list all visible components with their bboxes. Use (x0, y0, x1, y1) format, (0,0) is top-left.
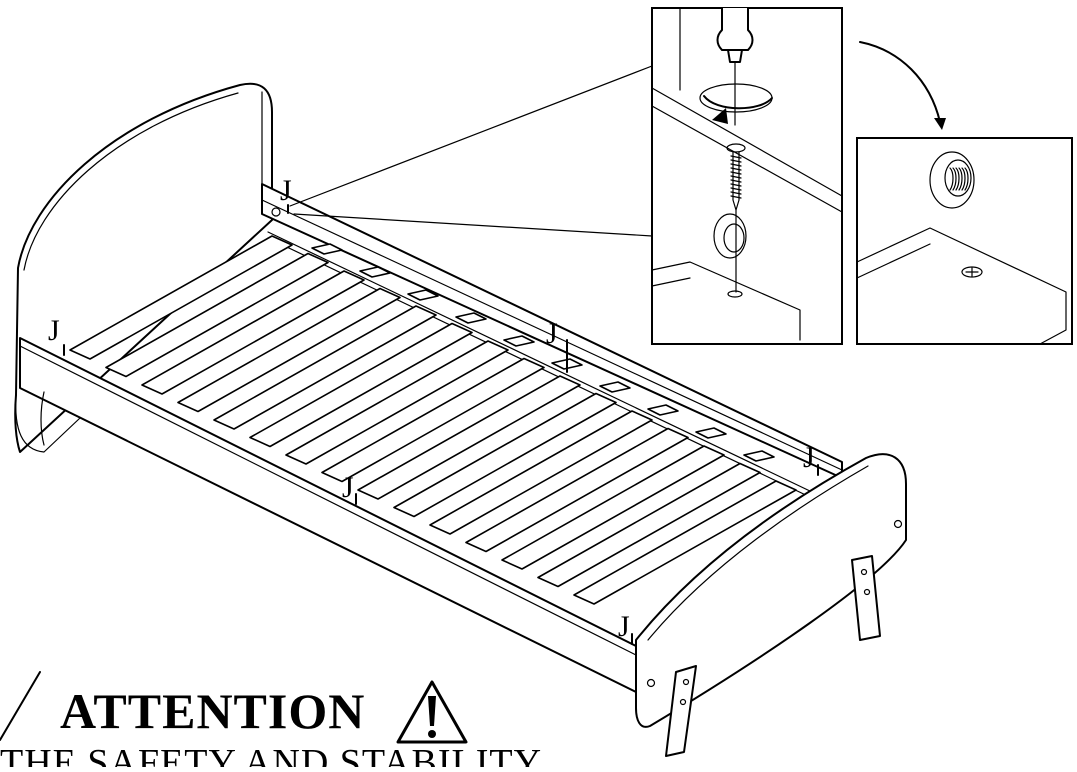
part-label-j: J (803, 441, 815, 474)
part-label-group: J J J J J J (48, 174, 815, 643)
bed-slat (393, 392, 617, 518)
bed-slat (429, 410, 653, 535)
spacer-block (647, 404, 679, 416)
screw-insertion-detail (651, 7, 843, 345)
part-label-j: J (342, 471, 354, 504)
spacer-block (599, 381, 631, 393)
screw-thread (730, 179, 742, 183)
headboard-base-edge (15, 394, 81, 453)
footboard (635, 453, 907, 728)
bed-slat (321, 357, 545, 483)
warning-triangle-icon (0, 671, 41, 741)
screw-thread (730, 159, 742, 163)
screw-thread (730, 175, 742, 179)
bed-slat (141, 270, 365, 395)
spacer-block (311, 243, 343, 255)
spacer-block (407, 289, 439, 301)
insert-thread (961, 167, 966, 191)
screw-thread (730, 167, 742, 171)
spacer-block (743, 450, 775, 462)
spacer-block (455, 312, 487, 324)
insert-thread (955, 167, 960, 191)
part-label-j: J (280, 174, 292, 207)
part-label-j: J (618, 610, 630, 643)
headboard (14, 82, 273, 453)
bed-slat (249, 322, 473, 448)
screw-thread (730, 187, 742, 191)
slat-group (69, 235, 797, 605)
screw-thread (730, 171, 742, 175)
spacer-block (695, 427, 727, 439)
bed-slat (213, 305, 437, 430)
bed-legs (665, 555, 881, 757)
bed-slat (177, 287, 401, 413)
bed-slat (285, 340, 509, 465)
screw-thread (730, 163, 742, 167)
warning-triangle-icon (396, 680, 468, 744)
spacer-block (359, 266, 391, 278)
bed-slat (501, 445, 725, 570)
warning-section: ATTENTION THE SAFETY AND STABILITY (0, 671, 542, 772)
part-label-j: J (546, 317, 558, 350)
screw-markers (63, 204, 819, 645)
bed-slat (465, 427, 689, 553)
screw-thread (730, 183, 742, 187)
screw-thread (730, 191, 742, 195)
warning-title: ATTENTION (60, 683, 365, 739)
curved-arrow-icon (859, 41, 941, 123)
insert-thread (949, 167, 954, 191)
rotate-arrow-icon (712, 108, 728, 124)
screw-thread (730, 195, 742, 199)
arrow-head-icon (934, 118, 946, 130)
spacer-block (503, 335, 535, 347)
screw-thread (730, 155, 742, 159)
insert-thread (958, 167, 963, 191)
insert-thread (952, 167, 957, 191)
spacer-block-group (311, 243, 775, 462)
bed-slat (573, 480, 797, 605)
bed-slat (105, 252, 329, 378)
bed-slat (357, 375, 581, 500)
callout-lines (289, 65, 653, 237)
bed-slat (69, 235, 293, 360)
part-label-j: J (48, 314, 60, 347)
insert-thread (964, 167, 969, 191)
bed-slat (537, 462, 761, 588)
warning-subtitle: THE SAFETY AND STABILITY (0, 742, 542, 767)
screw-flush-result-detail (856, 137, 1073, 345)
